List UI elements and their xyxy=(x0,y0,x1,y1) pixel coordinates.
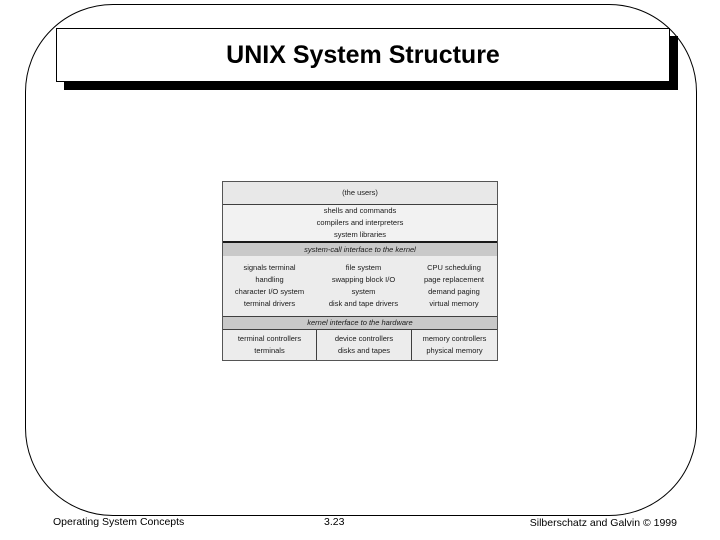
syscall-interface-label: system-call interface to the kernel xyxy=(304,244,416,254)
hardware-cell-terminal: terminal controllers terminals xyxy=(223,330,316,361)
slide-border-frame xyxy=(25,4,697,516)
kernel-cell-line: demand paging xyxy=(428,286,480,296)
diagram-row-user-programs: shells and commands compilers and interp… xyxy=(223,203,497,241)
kernel-cell-line: page replacement xyxy=(423,274,485,284)
kernel-cell-scheduling: CPU scheduling page replacement demand p… xyxy=(411,256,497,315)
hardware-cell-memory: memory controllers physical memory xyxy=(411,329,497,361)
diagram-row-hardware: terminal controllers terminals device co… xyxy=(223,329,497,361)
user-programs-line: system libraries xyxy=(333,229,387,239)
footer-page-number: 3.23 xyxy=(324,516,345,528)
diagram-row-users: (the users) xyxy=(223,182,497,204)
users-label: (the users) xyxy=(342,187,378,197)
kernel-cell-line: swapping block I/O xyxy=(331,274,396,284)
user-programs-line: compilers and interpreters xyxy=(316,217,404,227)
diagram-row-kernel: signals terminal handling character I/O … xyxy=(223,256,497,316)
hardware-interface-label: kernel interface to the hardware xyxy=(307,317,413,327)
diagram-row-hardware-interface: kernel interface to the hardware xyxy=(223,315,497,330)
hardware-cell-line: memory controllers xyxy=(422,333,487,343)
hardware-cell-line: disks and tapes xyxy=(337,345,391,355)
user-programs-line: shells and commands xyxy=(323,205,397,215)
kernel-cell-line: virtual memory xyxy=(429,298,479,308)
hardware-cell-line: device controllers xyxy=(334,333,394,343)
kernel-cell-line: handling xyxy=(255,274,284,284)
kernel-cell-filesystem: file system swapping block I/O system di… xyxy=(316,256,411,315)
hardware-cell-line: terminals xyxy=(254,345,285,355)
kernel-cell-line: system xyxy=(351,286,376,296)
kernel-cell-line: CPU scheduling xyxy=(427,262,481,272)
footer-book-title: Operating System Concepts xyxy=(53,516,185,528)
kernel-cell-line: disk and tape drivers xyxy=(328,298,399,308)
kernel-cell-line: file system xyxy=(345,262,382,272)
title-box: UNIX System Structure xyxy=(56,28,670,82)
footer-authors: Silberschatz and Galvin © 1999 xyxy=(529,517,677,529)
diagram-row-syscall-interface: system-call interface to the kernel xyxy=(223,240,497,257)
kernel-cell-line: signals terminal xyxy=(243,262,296,272)
hardware-cell-line: terminal controllers xyxy=(237,333,302,343)
page-title: UNIX System Structure xyxy=(226,40,500,69)
kernel-cell-line: character I/O system xyxy=(234,286,305,296)
kernel-cell-terminal: signals terminal handling character I/O … xyxy=(223,256,316,315)
hardware-cell-device: device controllers disks and tapes xyxy=(316,329,411,361)
unix-structure-diagram: (the users) shells and commands compiler… xyxy=(222,181,498,361)
kernel-cell-line: terminal drivers xyxy=(243,298,296,308)
hardware-cell-line: physical memory xyxy=(426,345,483,355)
